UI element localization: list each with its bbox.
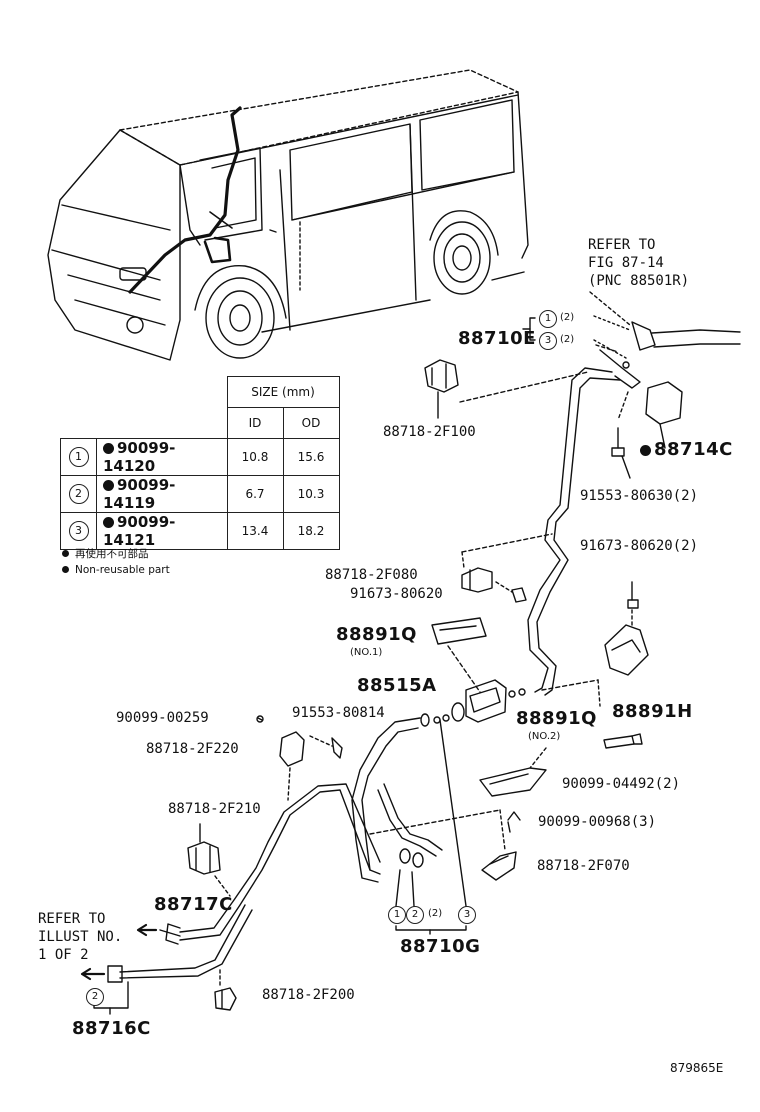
hose-size-table: SIZE (mm) ID OD 1 90099-14120 10.8 15.6 …	[60, 376, 340, 550]
non-reusable-dot	[103, 517, 114, 528]
label-no1: (NO.1)	[350, 647, 383, 658]
non-reusable-dot	[103, 443, 114, 454]
row-key: 3	[68, 521, 89, 541]
label-88714c: 88714C	[640, 441, 733, 459]
refer-left-line3: 1 OF 2	[38, 947, 89, 963]
callout-3-top: 3	[539, 332, 557, 350]
row-id: 13.4	[226, 512, 284, 550]
refer-top-line1: REFER TO	[588, 237, 656, 253]
callout-3-bottom: 3	[458, 906, 476, 924]
van-illustration	[47, 69, 529, 361]
table-header-od: OD	[282, 407, 340, 439]
table-header-id: ID	[226, 407, 284, 439]
clamp-2f080	[461, 533, 553, 603]
callout-1-bottom: 1	[388, 906, 406, 924]
note-jp: 再使用不可部品	[62, 546, 170, 562]
row-od: 18.2	[282, 512, 340, 550]
label-88710g: 88710G	[400, 936, 481, 957]
callout-2-left: 2	[86, 988, 104, 1006]
label-90099-00259: 90099-00259	[116, 710, 209, 726]
label-91553-80814: 91553-80814	[292, 705, 385, 721]
label-88891h: 88891H	[612, 701, 693, 722]
label-91673-80620: 91673-80620	[350, 586, 443, 602]
refer-top-line2: FIG 87-14	[588, 255, 664, 271]
row-id: 6.7	[226, 475, 284, 513]
label-88710e: 88710E	[458, 328, 536, 349]
bullet-dot	[62, 550, 69, 557]
label-88716c: 88716C	[72, 1018, 151, 1039]
table-row: 1 90099-14120 10.8 15.6	[60, 438, 340, 476]
label-no2: (NO.2)	[528, 731, 561, 742]
table-header-size: SIZE (mm)	[226, 376, 340, 408]
row-part-number: 90099-14120	[103, 439, 176, 475]
row-key: 2	[68, 484, 89, 504]
row-od: 15.6	[282, 438, 340, 476]
figure-id: 879865E	[670, 1061, 724, 1075]
row-part-number: 90099-14119	[103, 476, 176, 512]
row-id: 10.8	[226, 438, 284, 476]
label-91553-80630: 91553-80630(2)	[580, 488, 699, 504]
note-en: Non-reusable part	[62, 562, 170, 578]
label-90099-00968: 90099-00968(3)	[538, 814, 657, 830]
row-key: 1	[68, 447, 89, 467]
label-88718-2f100: 88718-2F100	[383, 424, 476, 440]
row-part-number: 90099-14121	[103, 513, 176, 549]
legend-notes: 再使用不可部品 Non-reusable part	[62, 546, 170, 578]
note-en-text: Non-reusable part	[75, 564, 170, 576]
expansion-valve	[451, 679, 526, 723]
refer-top-block: REFER TO FIG 87-14 (PNC 88501R)	[588, 236, 689, 290]
callout-1-top-qty: (2)	[560, 312, 575, 323]
bracket-88891h	[541, 581, 649, 749]
label-88718-2f200: 88718-2F200	[262, 987, 355, 1003]
label-88718-2f080: 88718-2F080	[325, 567, 418, 583]
table-row: 3 90099-14121 13.4 18.2	[60, 512, 340, 550]
non-reusable-dot	[640, 445, 651, 456]
callout-2-bottom: 2	[406, 906, 424, 924]
label-90099-04492: 90099-04492(2)	[562, 776, 681, 792]
refer-left-block: REFER TO ILLUST NO. 1 OF 2	[38, 910, 122, 964]
label-88718-2f220: 88718-2F220	[146, 741, 239, 757]
refer-left-line1: REFER TO	[38, 911, 106, 927]
note-jp-text: 再使用不可部品	[75, 548, 149, 560]
label-88718-2f210: 88718-2F210	[168, 801, 261, 817]
bracket-88891q-no1	[431, 617, 487, 693]
callout-3-top-qty: (2)	[560, 334, 575, 345]
label-88717c: 88717C	[154, 894, 233, 915]
row-od: 10.3	[282, 475, 340, 513]
label-91673-80620-2: 91673-80620(2)	[580, 538, 699, 554]
refer-top-line3: (PNC 88501R)	[588, 273, 690, 289]
refer-left-line2: ILLUST NO.	[38, 929, 123, 945]
non-reusable-dot	[103, 480, 114, 491]
lower-pipe-assembly	[80, 315, 631, 1015]
bullet-dot	[62, 566, 69, 573]
label-88891q-no1: 88891Q	[336, 624, 417, 645]
table-row: 2 90099-14119 6.7 10.3	[60, 475, 340, 513]
callout-2-bottom-qty: (2)	[428, 908, 443, 919]
label-88515a: 88515A	[357, 675, 437, 696]
bracket-88891q-no2	[479, 747, 547, 833]
label-88714c-text: 88714C	[654, 439, 733, 460]
callout-1-top: 1	[539, 310, 557, 328]
label-88891q-no2: 88891Q	[516, 708, 597, 729]
upper-pipe-assembly	[424, 291, 741, 696]
label-88718-2f070: 88718-2F070	[537, 858, 630, 874]
